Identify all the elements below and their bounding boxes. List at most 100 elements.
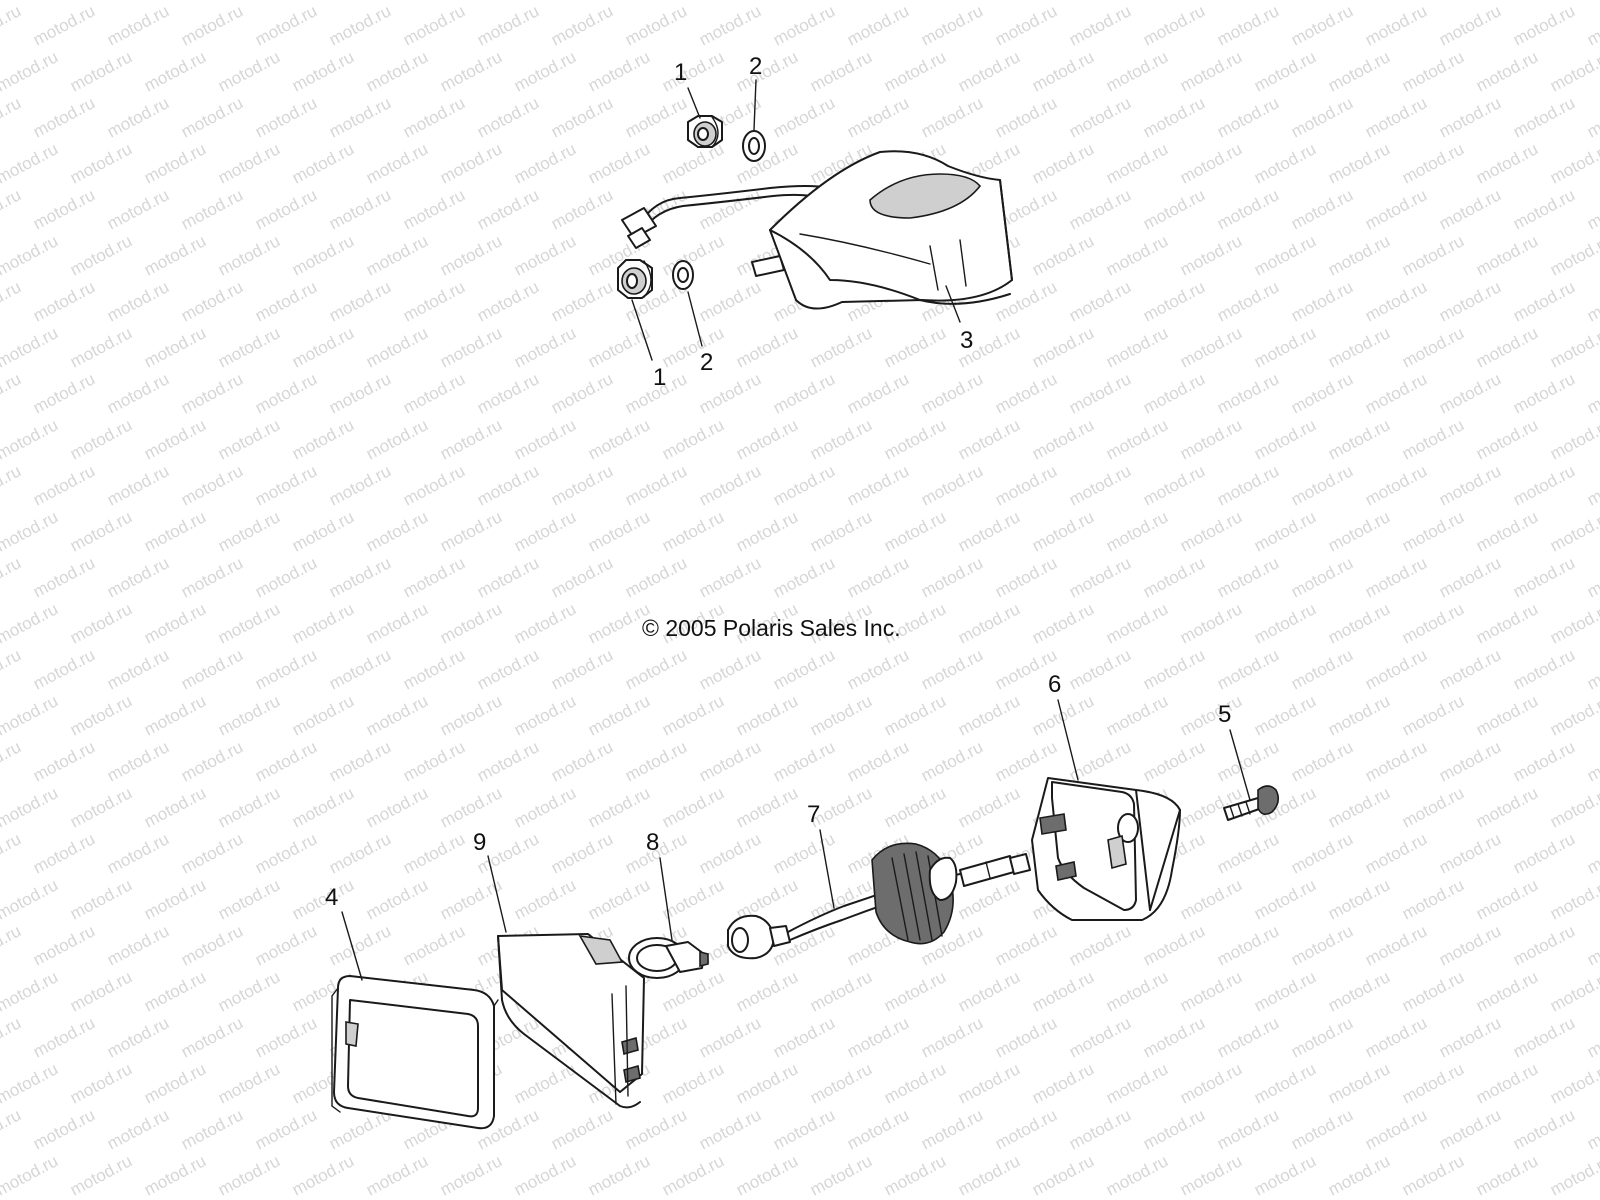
watermark-text: motod.ru [548, 93, 616, 141]
watermark-text: motod.ru [881, 1059, 949, 1107]
watermark-text: motod.ru [1103, 323, 1171, 371]
watermark-text: motod.ru [215, 599, 283, 647]
watermark-text: motod.ru [1177, 139, 1245, 187]
watermark-text: motod.ru [1547, 323, 1600, 371]
watermark-text: motod.ru [1214, 93, 1282, 141]
watermark-text: motod.ru [67, 599, 135, 647]
watermark-text: motod.ru [1325, 507, 1393, 555]
watermark-text: motod.ru [141, 875, 209, 923]
watermark-text: motod.ru [1399, 691, 1467, 739]
watermark-text: motod.ru [548, 829, 616, 877]
watermark-text: motod.ru [215, 47, 283, 95]
watermark-text: motod.ru [1510, 1105, 1578, 1153]
watermark-text: motod.ru [1473, 783, 1541, 831]
callout-5: 5 [1218, 701, 1231, 728]
watermark-text: motod.ru [1214, 553, 1282, 601]
watermark-text: motod.ru [844, 93, 912, 141]
grommet-lower [617, 259, 653, 299]
watermark-text: motod.ru [474, 645, 542, 693]
leader-lines [341, 79, 1251, 981]
watermark-text: motod.ru [0, 1, 24, 49]
watermark-text: motod.ru [807, 0, 875, 4]
watermark-text: motod.ru [0, 507, 61, 555]
watermark-text: motod.ru [1214, 1105, 1282, 1153]
watermark-text: motod.ru [1177, 47, 1245, 95]
watermark-text: motod.ru [585, 507, 653, 555]
watermark-text: motod.ru [215, 323, 283, 371]
watermark-text: motod.ru [511, 415, 579, 463]
watermark-text: motod.ru [215, 1151, 283, 1199]
watermark-text: motod.ru [363, 783, 431, 831]
watermark-text: motod.ru [770, 369, 838, 417]
watermark-text: motod.ru [1399, 875, 1467, 923]
watermark-text: motod.ru [437, 323, 505, 371]
watermark-text: motod.ru [1399, 139, 1467, 187]
watermark-text: motod.ru [1177, 507, 1245, 555]
watermark-text: motod.ru [1473, 967, 1541, 1015]
watermark-text: motod.ru [1510, 737, 1578, 785]
watermark-text: motod.ru [178, 369, 246, 417]
watermark-text: motod.ru [1399, 1059, 1467, 1107]
watermark-text: motod.ru [918, 1105, 986, 1153]
watermark-text: motod.ru [0, 1151, 61, 1199]
watermark-text: motod.ru [0, 875, 61, 923]
watermark-text: motod.ru [1251, 323, 1319, 371]
watermark-text: motod.ru [437, 1151, 505, 1199]
watermark-text: motod.ru [1103, 1151, 1171, 1199]
watermark-text: motod.ru [1066, 921, 1134, 969]
watermark-text: motod.ru [1177, 231, 1245, 279]
watermark-text: motod.ru [400, 553, 468, 601]
watermark-text: motod.ru [844, 461, 912, 509]
watermark-text: motod.ru [1547, 967, 1600, 1015]
watermark-text: motod.ru [733, 783, 801, 831]
watermark-text: motod.ru [807, 323, 875, 371]
watermark-text: motod.ru [0, 1059, 61, 1107]
watermark-text: motod.ru [918, 553, 986, 601]
watermark-text: motod.ru [1584, 1, 1600, 49]
watermark-text: motod.ru [1066, 645, 1134, 693]
watermark-text: motod.ru [1547, 139, 1600, 187]
watermark-text: motod.ru [1399, 1151, 1467, 1199]
watermark-text: motod.ru [1325, 0, 1393, 4]
watermark-text: motod.ru [844, 737, 912, 785]
watermark-text: motod.ru [1473, 323, 1541, 371]
watermark-text: motod.ru [1510, 829, 1578, 877]
watermark-text: motod.ru [1288, 185, 1356, 233]
watermark-text: motod.ru [622, 1, 690, 49]
watermark-text: motod.ru [1214, 921, 1282, 969]
watermark-text: motod.ru [474, 461, 542, 509]
watermark-text: motod.ru [0, 461, 24, 509]
watermark-text: motod.ru [1251, 47, 1319, 95]
watermark-text: motod.ru [0, 1105, 24, 1153]
watermark-text: motod.ru [511, 231, 579, 279]
watermark-text: motod.ru [1473, 415, 1541, 463]
watermark-text: motod.ru [400, 645, 468, 693]
watermark-text: motod.ru [1288, 1105, 1356, 1153]
watermark-text: motod.ru [1251, 875, 1319, 923]
watermark-text: motod.ru [252, 369, 320, 417]
watermark-text: motod.ru [1473, 139, 1541, 187]
watermark-text: motod.ru [1177, 691, 1245, 739]
watermark-text: motod.ru [733, 47, 801, 95]
watermark-text: motod.ru [141, 599, 209, 647]
watermark-text: motod.ru [67, 47, 135, 95]
watermark-text: motod.ru [585, 139, 653, 187]
watermark-text: motod.ru [992, 93, 1060, 141]
watermark-text: motod.ru [1325, 783, 1393, 831]
watermark-text: motod.ru [104, 461, 172, 509]
watermark-text: motod.ru [178, 645, 246, 693]
watermark-text: motod.ru [1473, 1059, 1541, 1107]
watermark-text: motod.ru [30, 829, 98, 877]
watermark-text: motod.ru [881, 0, 949, 4]
watermark-text: motod.ru [252, 185, 320, 233]
watermark-text: motod.ru [30, 921, 98, 969]
watermark-text: motod.ru [326, 645, 394, 693]
watermark-text: motod.ru [30, 645, 98, 693]
headlight-group [331, 777, 1280, 1130]
callout-9: 9 [473, 829, 486, 856]
watermark-text: motod.ru [992, 369, 1060, 417]
watermark-text: motod.ru [585, 1151, 653, 1199]
watermark-text: motod.ru [400, 185, 468, 233]
watermark-text: motod.ru [1547, 1151, 1600, 1199]
watermark-text: motod.ru [1140, 461, 1208, 509]
